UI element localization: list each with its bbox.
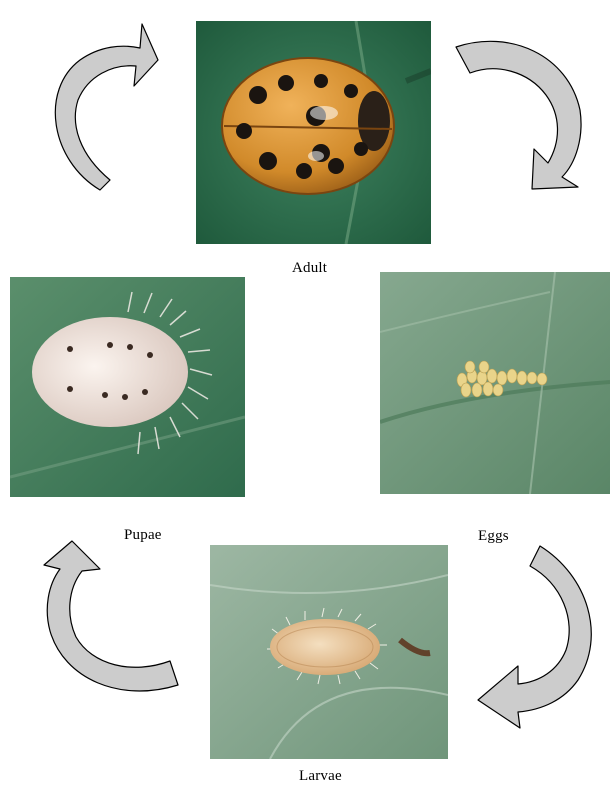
stage-label-adult: Adult [292,260,327,277]
pupa-image [10,277,245,497]
cycle-arrow-adult-to-eggs [450,25,590,200]
adult-beetle-image [196,21,431,244]
eggs-image [380,272,610,494]
eggs-photo [380,272,610,494]
larvae-photo [210,545,448,759]
cycle-arrow-larvae-to-pupae [20,535,185,710]
stage-label-larvae: Larvae [299,768,342,785]
larva-image [210,545,448,759]
adult-photo [196,21,431,244]
cycle-arrow-pupae-to-adult [30,10,170,200]
pupae-photo [10,277,245,497]
cycle-arrow-eggs-to-larvae [470,540,610,730]
